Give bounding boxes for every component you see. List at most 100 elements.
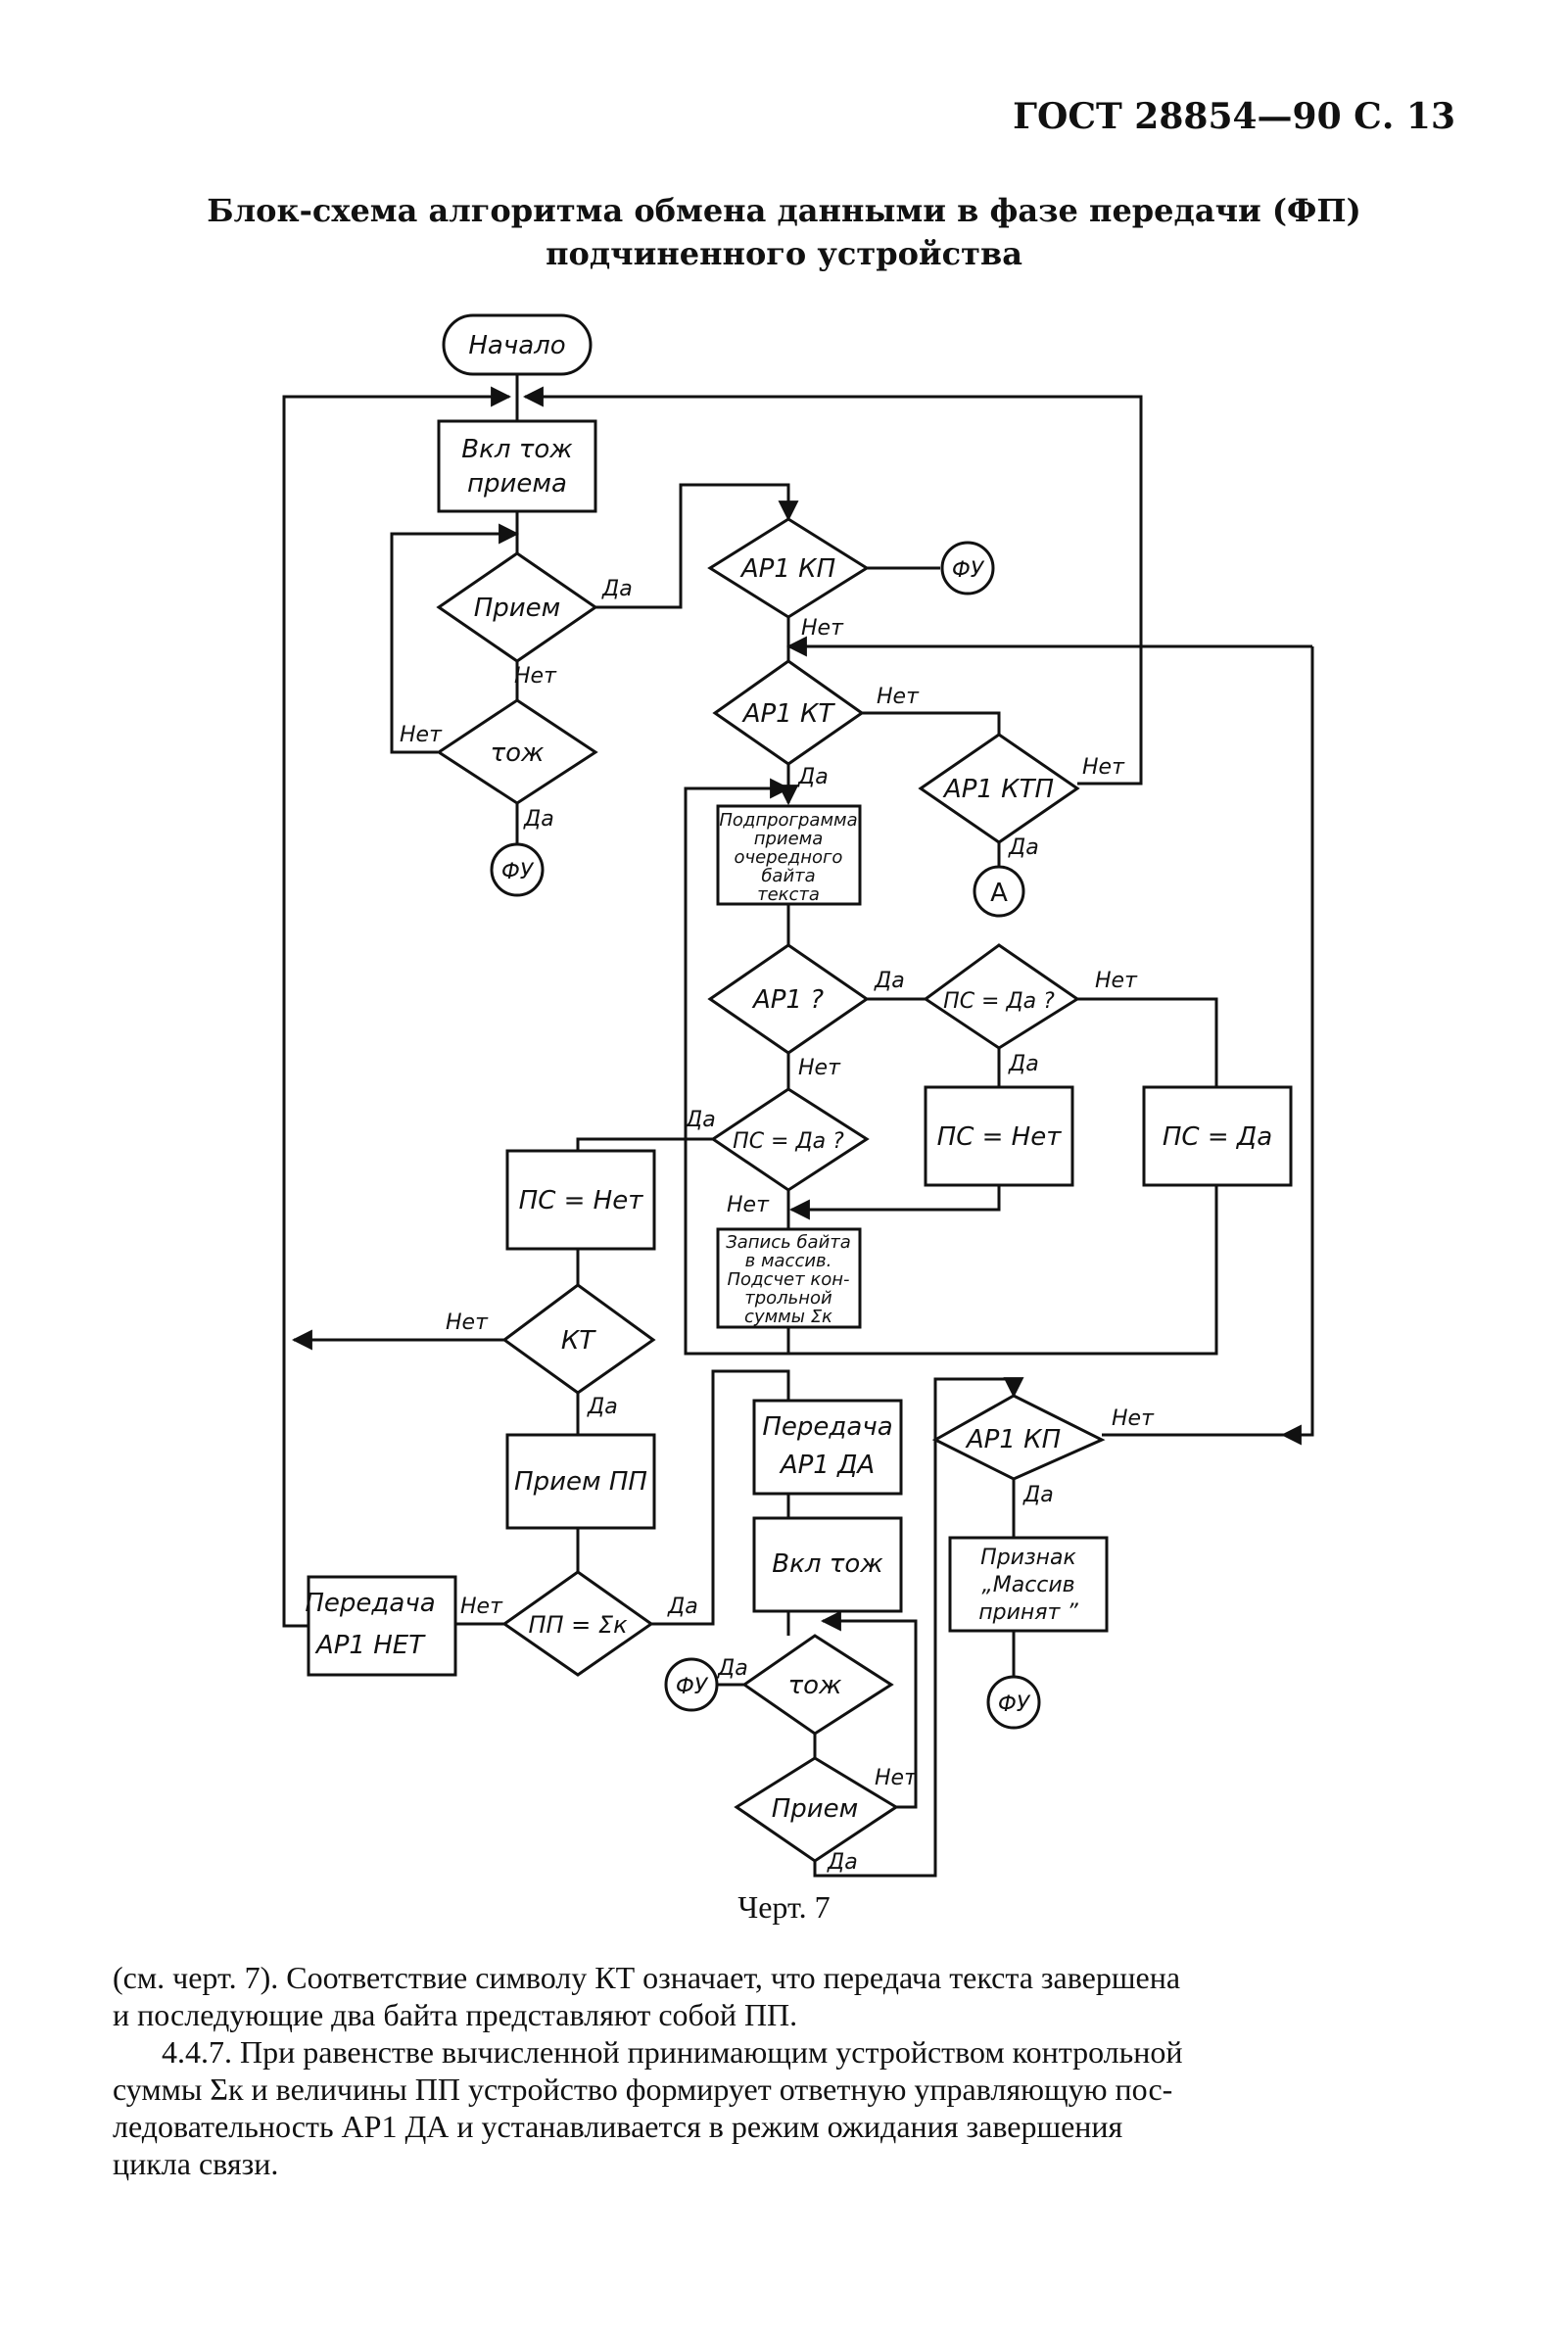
- fu-label-1: ФУ: [501, 860, 535, 884]
- pp-sum-label: ПП = Σк: [528, 1611, 628, 1639]
- transmit-da-label-1: Передача: [762, 1412, 892, 1442]
- ap1-ktp-label: АР1 КТП: [942, 775, 1054, 804]
- subprog-line-3: очередного: [735, 847, 843, 868]
- flag-array-line-1: Признак: [980, 1546, 1076, 1570]
- kt-label: КТ: [561, 1326, 596, 1356]
- write-byte-box: [716, 1227, 862, 1329]
- ps-da-decision-lower: [710, 1087, 870, 1192]
- edge-label-net: Нет: [1082, 755, 1125, 780]
- subprog-line-5: текста: [757, 884, 820, 905]
- edge-label-da: Да: [797, 765, 829, 789]
- edge-label-da: Да: [523, 807, 554, 832]
- ps-da-label: ПС = Да: [1163, 1122, 1272, 1152]
- subprog-line-1: Подпрограмма: [719, 810, 857, 831]
- subprog-line-2: приема: [754, 829, 824, 849]
- fu-connector-3: [664, 1657, 719, 1712]
- reception-decision-1: [436, 551, 598, 663]
- edge-label-da: Да: [1008, 835, 1039, 860]
- flag-array-box: [948, 1536, 1109, 1633]
- edge-label-net: Нет: [460, 1595, 503, 1619]
- ap1-kp-decision-1: [707, 517, 870, 619]
- paragraph-line: ледовательность АР1 ДА и устанавливается…: [113, 2109, 1123, 2144]
- diagram-title-line1: Блок-схема алгоритма обмена данными в фа…: [207, 192, 1361, 229]
- pp-sum-decision: [501, 1570, 654, 1677]
- ap1-query-decision: [707, 943, 870, 1055]
- write-byte-line-1: Запись байта: [726, 1232, 851, 1253]
- paragraph-line: цикла связи.: [113, 2146, 279, 2181]
- fu-connector-1: [490, 842, 545, 897]
- ap1-kp-label-2: АР1 КП: [965, 1425, 1061, 1454]
- receive-pp-label: Прием ПП: [514, 1467, 647, 1497]
- fu-label-2: ФУ: [952, 558, 985, 583]
- start-label: Начало: [468, 331, 565, 360]
- write-byte-line-2: в массив.: [745, 1251, 832, 1271]
- edge-label-da: Да: [1008, 1052, 1039, 1076]
- edge-label-net: Нет: [877, 685, 920, 709]
- reception-decision-2: [734, 1756, 899, 1863]
- write-byte-line-4: трольной: [744, 1288, 832, 1309]
- ps-da-decision-right: [923, 943, 1080, 1050]
- edge-label-net: Нет: [801, 616, 844, 641]
- transmit-net-label-2: АР1 НЕТ: [314, 1631, 426, 1660]
- flag-array-line-3: принят ”: [978, 1600, 1078, 1625]
- ap1-kt-decision: [712, 659, 865, 766]
- transmit-da-label-2: АР1 ДА: [779, 1451, 875, 1480]
- start-terminator: [442, 313, 593, 376]
- ps-net-box-middle: [924, 1085, 1074, 1187]
- ps-net-box-left: [505, 1149, 656, 1251]
- write-byte-line-5: суммы Σк: [744, 1307, 832, 1327]
- flag-array-line-2: „Массив: [981, 1573, 1074, 1597]
- kt-decision: [501, 1283, 656, 1395]
- edge-label-da: Да: [601, 577, 633, 601]
- ap1-kp-decision-2: [931, 1394, 1106, 1481]
- ps-da-box: [1142, 1085, 1293, 1187]
- fu-label-3: ФУ: [676, 1675, 709, 1699]
- receive-pp-box: [505, 1433, 656, 1530]
- page-header: ГОСТ 28854—90 С. 13: [1013, 96, 1455, 137]
- fu-label-4: ФУ: [998, 1692, 1031, 1717]
- enable-wait-label-1: Вкл τож: [461, 435, 573, 464]
- edge-label-da: Да: [874, 969, 905, 993]
- ps-da-q-label-right: ПС = Да ?: [943, 989, 1055, 1014]
- edge-label-net: Нет: [400, 723, 443, 747]
- diagram-title-line2: подчиненного устройства: [546, 235, 1022, 272]
- transmit-ap1-da-box: [752, 1399, 903, 1496]
- enable-wait-box: [437, 419, 597, 513]
- reception-label-2: Прием: [772, 1794, 859, 1824]
- timeout-label-2: τож: [788, 1671, 843, 1700]
- figure-caption: Черт. 7: [737, 1889, 831, 1925]
- write-byte-line-3: Подсчет кон-: [728, 1269, 850, 1290]
- connector-a: [973, 865, 1025, 918]
- ap1-kp-label-1: АР1 КП: [739, 554, 835, 584]
- connector-a-label: А: [990, 879, 1008, 908]
- edge-label-net: Нет: [798, 1056, 841, 1080]
- edge-label-da: Да: [717, 1656, 748, 1681]
- connectors: [282, 374, 1314, 1878]
- transmit-ap1-net-box: [307, 1575, 457, 1677]
- edge-label-net: Нет: [727, 1193, 770, 1217]
- subprog-line-4: байта: [761, 866, 815, 886]
- ps-da-q-label-lower: ПС = Да ?: [733, 1129, 844, 1154]
- enable-wait2-label: Вкл τож: [772, 1549, 883, 1579]
- ap1-query-label: АР1 ?: [751, 985, 824, 1015]
- timeout-decision-2: [741, 1634, 894, 1736]
- edge-label-net: Нет: [514, 664, 557, 689]
- enable-wait-label-2: приема: [467, 469, 567, 499]
- edge-label-da: Да: [667, 1595, 698, 1619]
- paragraph-line: (см. черт. 7). Соответствие символу КТ о…: [113, 1960, 1181, 1995]
- edge-label-net: Нет: [1095, 969, 1138, 993]
- edge-label-net: Нет: [875, 1766, 918, 1790]
- edge-label-da: Да: [685, 1108, 716, 1132]
- reception-label-1: Прием: [474, 594, 561, 623]
- timeout-decision-1: [436, 698, 598, 805]
- fu-connector-4: [986, 1675, 1041, 1730]
- edge-label-da: Да: [587, 1395, 618, 1419]
- subprogram-box: [716, 804, 862, 906]
- edge-label-net: Нет: [446, 1310, 489, 1335]
- transmit-net-label-1: Передача: [305, 1589, 435, 1618]
- ps-net-label-left: ПС = Нет: [519, 1186, 644, 1215]
- paragraph-line: и последующие два байта представляют соб…: [113, 1997, 798, 2032]
- timeout-label-1: τож: [491, 738, 546, 768]
- fu-connector-2: [940, 541, 995, 595]
